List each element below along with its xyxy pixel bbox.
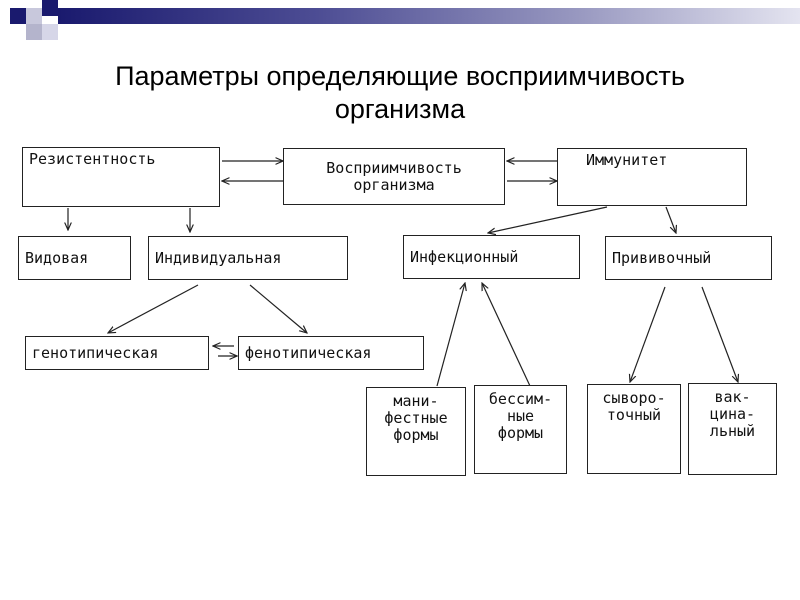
arrow-manifest-to-infectious <box>436 283 465 387</box>
banner-square-light <box>26 8 42 24</box>
box-manifest-forms: мани- фестные формы <box>366 387 466 476</box>
box-phenotypic-label: фенотипическая <box>245 343 372 362</box>
box-manifest-line-1: мани- <box>393 392 439 410</box>
box-asymptomatic-line-2: ные <box>506 407 535 425</box>
box-resistance: Резистентность <box>22 147 220 207</box>
arrow-vaccinal-to-serum <box>630 286 666 382</box>
box-manifest-line-3: формы <box>393 426 439 444</box>
banner-stripe <box>58 8 800 24</box>
banner-square-light <box>42 24 58 40</box>
banner-square-light <box>26 24 42 40</box>
box-vaccine-line-1: вак- <box>714 388 751 406</box>
box-serum-line-2: точный <box>606 406 662 424</box>
box-asymptomatic-forms: бессим- ные формы <box>474 385 567 474</box>
box-vaccine: вак- цина- льный <box>688 383 777 475</box>
box-vaccine-line-3: льный <box>709 422 756 440</box>
box-vaccine-line-2: цина- <box>709 405 756 423</box>
box-species-label: Видовая <box>25 248 89 267</box>
arrow-immunity-to-infectious <box>488 206 608 233</box>
box-immunity: Иммунитет <box>557 148 747 206</box>
box-susceptibility-line-2: организма <box>353 175 435 194</box>
box-serum: сыворо- точный <box>587 384 681 474</box>
banner-square-dark <box>42 0 58 16</box>
box-immunity-label: Иммунитет <box>586 151 668 169</box>
box-species: Видовая <box>18 236 131 280</box>
page-title: Параметры определяющие восприимчивость о… <box>0 60 800 126</box>
arrow-asymptomatic-to-infectious <box>482 283 531 387</box>
box-infectious-label: Инфекционный <box>410 247 519 266</box>
title-line-2: организма <box>334 94 466 124</box>
box-vaccinal: Прививочный <box>605 236 772 280</box>
box-genotypic: генотипическая <box>25 336 209 370</box>
arrow-vaccinal-to-vaccine <box>701 286 738 382</box>
box-vaccinal-label: Прививочный <box>612 248 712 267</box>
box-infectious: Инфекционный <box>403 235 580 279</box>
arrow-individual-to-genotypic <box>108 284 199 333</box>
box-resistance-label: Резистентность <box>29 150 156 168</box>
box-phenotypic: фенотипическая <box>238 336 424 370</box>
banner-square-dark <box>10 8 26 24</box>
title-line-1: Параметры определяющие восприимчивость <box>115 61 685 91</box>
box-genotypic-label: генотипическая <box>32 343 159 362</box>
box-individual-label: Индивидуальная <box>155 248 282 267</box>
box-susceptibility: Восприимчивость организма <box>283 148 505 205</box>
box-asymptomatic-line-3: формы <box>497 424 544 442</box>
box-serum-line-1: сыворо- <box>602 389 666 407</box>
box-manifest-line-2: фестные <box>384 409 448 427</box>
header-banner <box>0 0 800 50</box>
box-individual: Индивидуальная <box>148 236 348 280</box>
box-asymptomatic-line-1: бессим- <box>488 390 553 408</box>
arrow-immunity-to-vaccinal <box>665 206 676 233</box>
box-susceptibility-line-1: Восприимчивость <box>326 158 462 177</box>
arrow-individual-to-phenotypic <box>249 284 307 333</box>
